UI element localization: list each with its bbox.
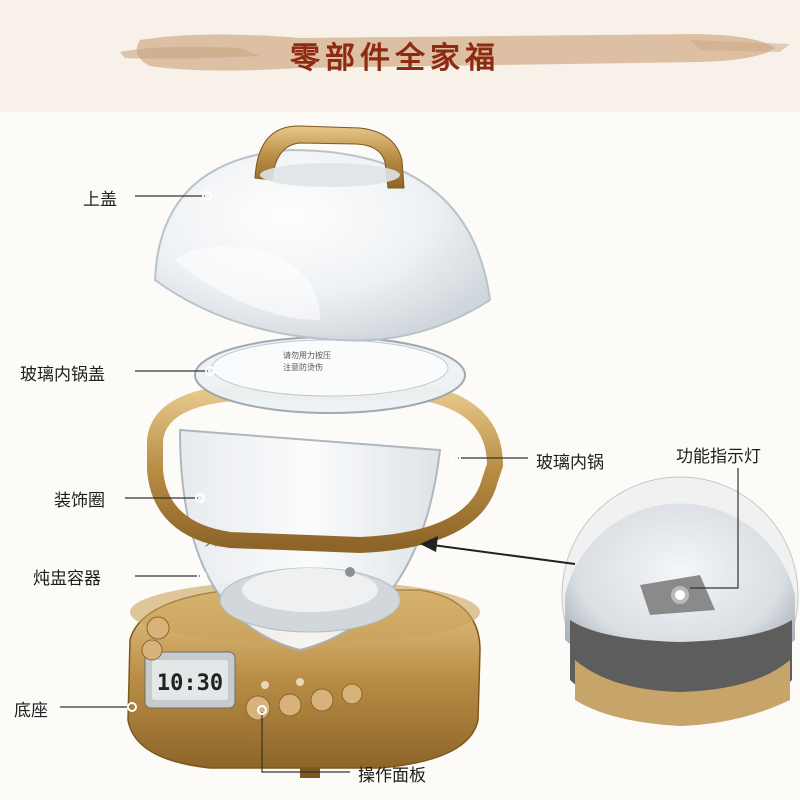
panel-button — [146, 616, 170, 640]
panel-button — [341, 683, 363, 705]
inner-lid-text: 注意防烫伤 — [283, 362, 323, 372]
panel-button — [141, 639, 163, 661]
decor-ring — [147, 384, 504, 554]
label-control-panel: 操作面板 — [358, 766, 426, 786]
title-brush-band — [120, 34, 790, 71]
leader-lines — [60, 191, 739, 773]
glass-inner-lid: 请勿用力按压 注意防烫伤 — [194, 336, 466, 414]
label-decor-ring: 装饰圈 — [54, 491, 105, 511]
label-stew-container: 炖盅容器 — [33, 569, 101, 589]
control-panel: 10:30 — [141, 616, 363, 721]
label-base: 底座 — [14, 701, 48, 721]
label-glass-inner-pot: 玻璃内锅 — [536, 453, 604, 473]
panel-button — [278, 693, 302, 717]
indicator-inset — [561, 476, 799, 726]
label-glass-inner-lid: 玻璃内锅盖 — [20, 365, 105, 385]
page-title: 零部件全家福 — [290, 41, 500, 76]
panel-button — [310, 688, 334, 712]
label-indicator-light: 功能指示灯 — [676, 447, 761, 467]
inset-arrow — [420, 536, 576, 565]
panel-display: 10:30 — [157, 671, 223, 696]
top-lid — [153, 125, 492, 342]
label-top-lid: 上盖 — [83, 190, 117, 210]
inner-lid-text: 请勿用力按压 — [283, 350, 331, 360]
